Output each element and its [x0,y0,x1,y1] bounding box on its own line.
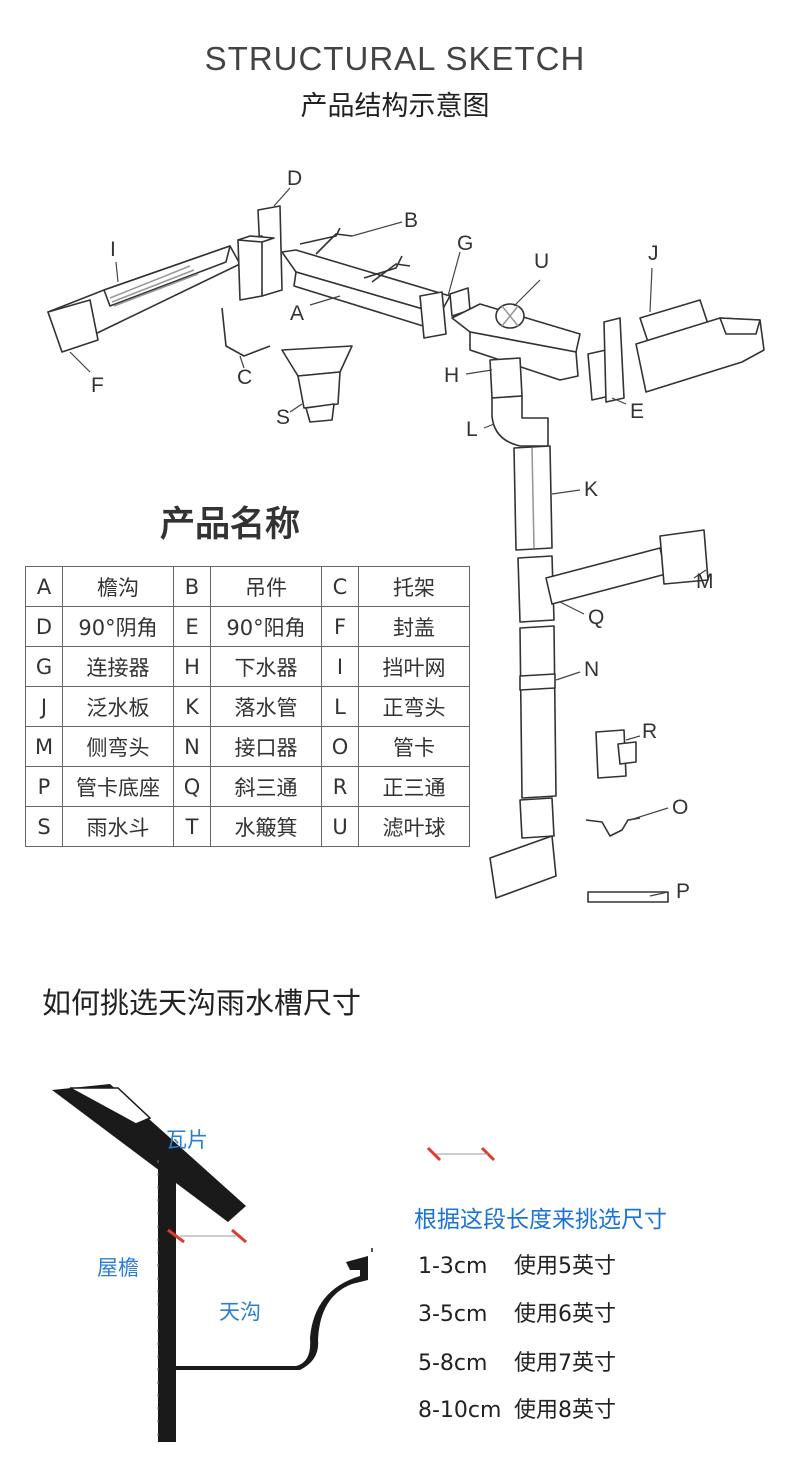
label-tile: 瓦片 [166,1128,208,1152]
label-F: F [91,374,104,397]
clip-base [587,891,669,903]
label-L: L [466,418,478,441]
label-H: H [444,364,460,387]
gutter-right [451,303,581,381]
label-G: G [457,232,474,255]
table-row: D 90°阴角 E 90°阳角 F 封盖 [25,606,470,647]
eave-wall [157,1150,176,1442]
label-E: E [630,400,645,423]
roof-tiles [52,1084,246,1222]
sizing-section-title: 如何挑选天沟雨水槽尺寸 [42,986,362,1020]
part-code: R [321,766,359,807]
size-row: 5-8cm 使用7英寸 [418,1345,616,1377]
part-code: E [173,606,211,647]
table-row: P 管卡底座 Q 斜三通 R 正三通 [25,766,470,807]
outer-corner-piece [587,317,625,403]
connector-piece [419,287,471,339]
product-names-heading: 产品名称 [160,505,301,545]
flashing-piece [635,299,765,393]
pipe-with-joint [519,625,557,799]
water-shoe [489,797,557,899]
size-range: 8-10cm [418,1398,502,1423]
part-name: 管卡底座 [62,766,174,807]
leader-lines [69,187,707,897]
label-eave: 屋檐 [97,1256,139,1280]
label-N: N [584,658,600,681]
part-code: T [173,806,211,847]
hangers [299,227,411,283]
part-code: O [321,726,359,767]
bracket [221,307,271,357]
part-name: 正三通 [358,766,470,807]
table-row: J 泛水板 K 落水管 L 正弯头 [25,686,470,727]
label-S: S [276,406,291,429]
downpipe [513,445,553,551]
table-row: S 雨水斗 T 水簸箕 U 滤叶球 [25,806,470,847]
part-code: N [173,726,211,767]
parts-table: A 檐沟 B 吊件 C 托架 D 90°阴角 E 90°阳角 F 封盖 G 连接… [25,566,470,847]
part-name: 托架 [358,566,470,607]
label-P: P [676,880,691,903]
part-code: C [321,566,359,607]
part-code: L [321,686,359,727]
size-row: 1-3cm 使用5英寸 [418,1248,616,1280]
part-code: F [321,606,359,647]
part-name: 挡叶网 [358,646,470,687]
size-usage: 使用6英寸 [514,1302,616,1327]
part-name: 正弯头 [358,686,470,727]
part-code: K [173,686,211,727]
label-K: K [584,478,599,501]
eaves-gutter [281,249,451,331]
rain-hopper [281,345,353,423]
oblique-tee [517,529,709,623]
label-C: C [237,366,253,389]
part-code: B [173,566,211,607]
structural-sketch-illustration [47,187,765,903]
label-R: R [642,720,658,743]
choose-size-title: 根据这段长度来挑选尺寸 [414,1207,667,1233]
size-range: 1-3cm [418,1254,488,1279]
part-name: 泛水板 [62,686,174,727]
size-usage: 使用5英寸 [514,1254,616,1279]
title-chinese: 产品结构示意图 [300,91,490,122]
size-range: 3-5cm [418,1302,488,1327]
part-name: 水簸箕 [210,806,322,847]
label-Q: Q [588,606,605,629]
table-row: A 檐沟 B 吊件 C 托架 [25,566,470,607]
part-name: 雨水斗 [62,806,174,847]
part-code: S [25,806,63,847]
title-english: STRUCTURAL SKETCH [204,40,586,77]
size-range: 5-8cm [418,1351,488,1376]
label-gutter: 天沟 [219,1300,261,1324]
label-J: J [648,242,659,265]
size-usage: 使用8英寸 [514,1398,616,1423]
part-name: 檐沟 [62,566,174,607]
size-row: 3-5cm 使用6英寸 [418,1296,616,1328]
label-B: B [404,209,419,232]
label-U: U [534,250,550,273]
part-name: 连接器 [62,646,174,687]
gutter-profile [172,1256,368,1370]
label-O: O [672,796,689,819]
straight-tee [595,729,637,779]
part-code: Q [173,766,211,807]
size-usage: 使用7英寸 [514,1351,616,1376]
gutter-with-leaf-guard [47,245,241,353]
label-I: I [110,238,116,261]
part-code: D [25,606,63,647]
downlet-and-elbow [489,357,549,447]
part-name: 滤叶球 [358,806,470,847]
label-M: M [696,570,714,593]
inner-corner-piece [237,205,283,301]
part-name: 侧弯头 [62,726,174,767]
part-code: P [25,766,63,807]
part-name: 接口器 [210,726,322,767]
label-A: A [290,302,305,325]
part-name: 吊件 [210,566,322,607]
part-name: 90°阴角 [62,606,174,647]
size-row: 8-10cm 使用8英寸 [418,1392,616,1424]
label-D: D [287,167,303,190]
